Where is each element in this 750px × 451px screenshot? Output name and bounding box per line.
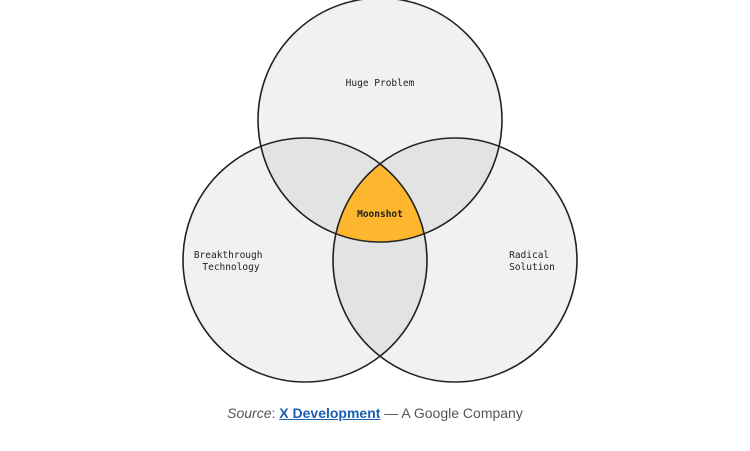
- label-radical-line-1: Radical: [509, 250, 549, 261]
- label-radical-solution: Radical Solution: [509, 250, 555, 273]
- circle-huge-problem: [257, 0, 503, 243]
- label-breakthrough-line-2: Technology: [202, 262, 259, 273]
- label-radical-line-2: Solution: [509, 262, 555, 273]
- x-development-link[interactable]: X Development: [279, 405, 381, 421]
- label-breakthrough-line-1: Breakthrough: [194, 250, 263, 261]
- source-label: Source: [227, 405, 272, 421]
- circle-radical-solution: [332, 137, 578, 383]
- source-caption: Source: X Development — A Google Company: [0, 405, 750, 421]
- label-moonshot: Moonshot: [357, 209, 403, 220]
- label-breakthrough-technology: Breakthrough Technology: [194, 250, 268, 273]
- source-separator: :: [271, 405, 276, 421]
- moonshot-region: [333, 138, 427, 242]
- source-suffix: — A Google Company: [380, 405, 523, 421]
- circle-breakthrough-technology: [182, 137, 428, 383]
- label-huge-problem: Huge Problem: [346, 78, 415, 89]
